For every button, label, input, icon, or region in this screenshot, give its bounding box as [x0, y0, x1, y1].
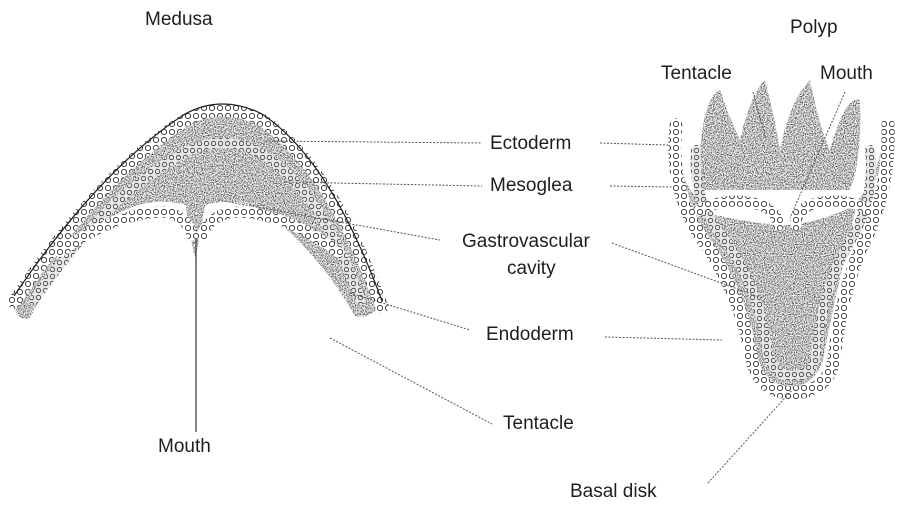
polyp-tentacle-stipple: [700, 80, 860, 190]
label-gastrovascular-line1: Gastrovascular: [462, 231, 590, 253]
label-mouth-medusa: Mouth: [158, 436, 211, 458]
label-basal-disk: Basal disk: [570, 481, 657, 503]
leader-mesoglea-right: [610, 186, 672, 187]
label-mouth-polyp: Mouth: [820, 63, 873, 85]
medusa-figure: [14, 104, 382, 432]
leader-tentacle-medusa: [330, 338, 492, 424]
label-endoderm: Endoderm: [486, 324, 574, 346]
leader-ectoderm-right: [600, 143, 668, 145]
polyp-figure: [672, 80, 888, 393]
polyp-title: Polyp: [790, 17, 838, 39]
leader-basal-disk: [708, 390, 792, 483]
label-tentacle-polyp: Tentacle: [661, 63, 732, 85]
label-tentacle-medusa: Tentacle: [503, 413, 574, 435]
label-ectoderm: Ectoderm: [490, 133, 571, 155]
label-mesoglea: Mesoglea: [490, 175, 572, 197]
medusa-title: Medusa: [145, 9, 213, 31]
label-gastrovascular-line2: cavity: [507, 258, 556, 280]
leader-endoderm-right: [605, 337, 722, 340]
